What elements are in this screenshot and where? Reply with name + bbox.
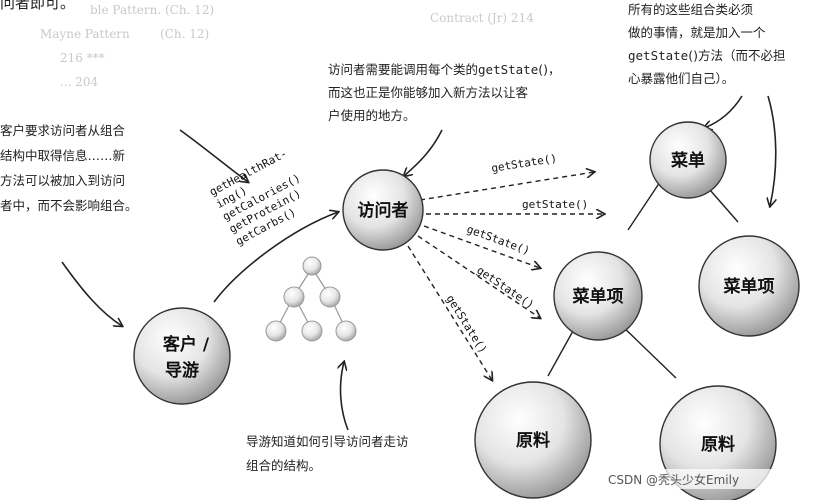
note-left: 客户要求访问者从组合 结构中取得信息……新 方法可以被加入到访问 者中，而不会影… [0, 123, 138, 213]
background-text: ble Pattern. (Ch. 12) Mayne Pattern (Ch.… [40, 3, 534, 89]
watermark: CSDN @秃头少女Emily [608, 472, 739, 487]
arrow-note-to-tree [341, 362, 349, 431]
note-text: 所有的这些组合类必须 [628, 2, 754, 17]
node-label: 菜单 [670, 150, 705, 171]
note-code: getState [628, 48, 688, 63]
pointer-arrows [61, 95, 776, 431]
note-line: 者中，而不会影响组合。 [0, 198, 138, 213]
node-visitor: 访问者 [342, 169, 424, 251]
note-text: 访问者需要能调用每个类的 [328, 62, 478, 77]
getstate-arrow [417, 235, 540, 318]
note-line: 结构中取得信息……新 [0, 148, 125, 163]
edge-menu-menuitem [627, 181, 661, 231]
note-top-middle: 访问者需要能调用每个类的getState()， 而这也正是你能够加入新方法以让客… [328, 62, 561, 123]
arrow-note-to-menu [704, 95, 743, 128]
note-line: 户使用的地方。 [328, 108, 416, 123]
node-menu-item-center: 菜单项 [553, 251, 643, 341]
top-left-text: 问者即可。 [0, 0, 75, 12]
bg-text-line: ... 204 [60, 75, 99, 89]
note-text: ()方法（而不必担 [688, 48, 785, 63]
arrow-note-to-menuitem [768, 95, 776, 206]
client-calls: getHealthRat- ing() getCalories() getPro… [207, 147, 303, 248]
arrow-note-to-visitor [404, 129, 443, 176]
node-label: 菜单项 [572, 286, 624, 307]
note-text: ()， [538, 62, 560, 77]
bg-text-line: Contract (Jr) 214 [430, 11, 534, 25]
node-label: 导游 [165, 360, 199, 381]
node-menu-item-right: 菜单项 [698, 235, 800, 337]
node-label: 原料 [701, 434, 735, 455]
bg-text-line: Mayne Pattern [40, 27, 130, 41]
note-line: 组合的结构。 [246, 458, 321, 473]
getstate-arrow [423, 225, 540, 268]
note-line: 客户要求访问者从组合 [0, 123, 126, 138]
getstate-label: getState() [490, 152, 557, 175]
arrow-client-to-visitor [213, 212, 338, 303]
note-text: 做的事情，就是加入一个 [628, 25, 766, 40]
node-label: 原料 [516, 430, 550, 451]
getstate-label: getState() [522, 198, 588, 211]
arrow-note-to-client [61, 261, 122, 326]
note-text: 心暴露他们自己）。 [628, 71, 734, 86]
getstate-label: getState() [474, 264, 536, 312]
note-line: 导游知道如何引导访问者走访 [246, 434, 409, 449]
note-line: 而这也正是你能够加入新方法以让客 [328, 85, 529, 100]
getstate-arrow [419, 172, 594, 201]
note-text: 而这也正是你能够加入新方法以让客 [328, 85, 529, 100]
note-bottom: 导游知道如何引导访问者走访 组合的结构。 [246, 434, 409, 473]
node-label: 客户 / [162, 334, 210, 355]
getstate-arrows [407, 172, 604, 380]
edge-menuitem-ingredient-right [617, 321, 677, 379]
arrow-note-to-calls [179, 129, 248, 182]
node-client: 客户 / 导游 [133, 307, 231, 405]
node-label: 访问者 [358, 200, 409, 221]
note-line: 方法可以被加入到访问 [0, 173, 125, 188]
tree-icon [265, 256, 357, 342]
bg-text-line: (Ch. 12) [160, 27, 209, 41]
note-top-right: 所有的这些组合类必须 做的事情，就是加入一个 getState()方法（而不必担… [628, 2, 785, 86]
note-line: 访问者需要能调用每个类的getState()， [328, 62, 561, 77]
node-label: 菜单项 [723, 276, 775, 297]
note-text: 户使用的地方。 [328, 108, 416, 123]
getstate-label: getState() [443, 293, 489, 356]
getstate-label: getState() [465, 223, 532, 258]
note-line: 所有的这些组合类必须 [628, 2, 754, 17]
note-line: getState()方法（而不必担 [628, 48, 785, 63]
edge-menu-menuitem-right [709, 189, 739, 223]
bg-text-line: ble Pattern. (Ch. 12) [90, 3, 214, 17]
bg-text-line: 216 *** [60, 51, 105, 65]
note-code: getState [478, 62, 538, 77]
note-line: 做的事情，就是加入一个 [628, 25, 766, 40]
composite-edges [547, 181, 739, 379]
node-menu: 菜单 [649, 121, 727, 199]
node-ingredient-left: 原料 [474, 381, 592, 499]
note-line: 心暴露他们自己）。 [628, 71, 734, 86]
